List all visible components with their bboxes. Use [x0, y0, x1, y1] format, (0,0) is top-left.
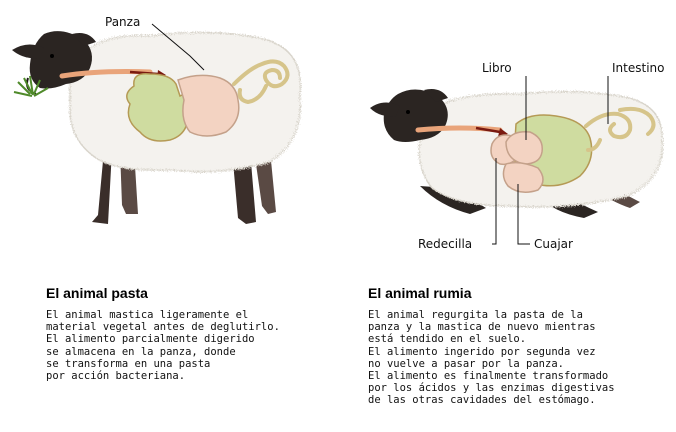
label-panza: Panza: [105, 15, 140, 29]
abomasum-organ-lying: [503, 163, 543, 193]
abomasum-organ: [178, 75, 239, 136]
label-cuajar: Cuajar: [534, 237, 573, 251]
left-caption-line: se transforma en una pasta: [46, 358, 280, 370]
left-caption-title: El animal pasta: [46, 285, 148, 301]
standing-sheep: [12, 24, 301, 224]
left-caption-line: El animal mastica ligeramente el: [46, 309, 280, 321]
label-intestino: Intestino: [612, 61, 664, 75]
left-caption-line: se almacena en la panza, donde: [46, 346, 280, 358]
left-caption-line: material vegetal antes de deglutirlo.: [46, 321, 280, 333]
lying-sheep: [370, 76, 662, 244]
label-libro: Libro: [482, 61, 512, 75]
right-caption-title: El animal rumia: [368, 285, 471, 301]
left-caption-body: El animal mastica ligeramente el materia…: [46, 309, 280, 382]
right-caption-body: El animal regurgita la pasta de la panza…: [368, 309, 615, 407]
right-caption-line: por los ácidos y las enzimas digestivas: [368, 382, 615, 394]
left-caption-line: por acción bacteriana.: [46, 370, 280, 382]
right-caption-line: no vuelve a pasar por la panza.: [368, 358, 615, 370]
right-caption-line: está tendido en el suelo.: [368, 333, 615, 345]
right-caption-line: panza y la mastica de nuevo mientras: [368, 321, 615, 333]
right-caption-line: El alimento ingerido por segunda vez: [368, 346, 615, 358]
label-redecilla: Redecilla: [418, 237, 472, 251]
right-caption-line: de las otras cavidades del estómago.: [368, 394, 615, 406]
left-caption-line: El alimento parcialmente digerido: [46, 333, 280, 345]
sheep-head-lying: [370, 89, 448, 142]
right-caption-line: El animal regurgita la pasta de la: [368, 309, 615, 321]
right-caption-line: El alimento es finalmente transformado: [368, 370, 615, 382]
